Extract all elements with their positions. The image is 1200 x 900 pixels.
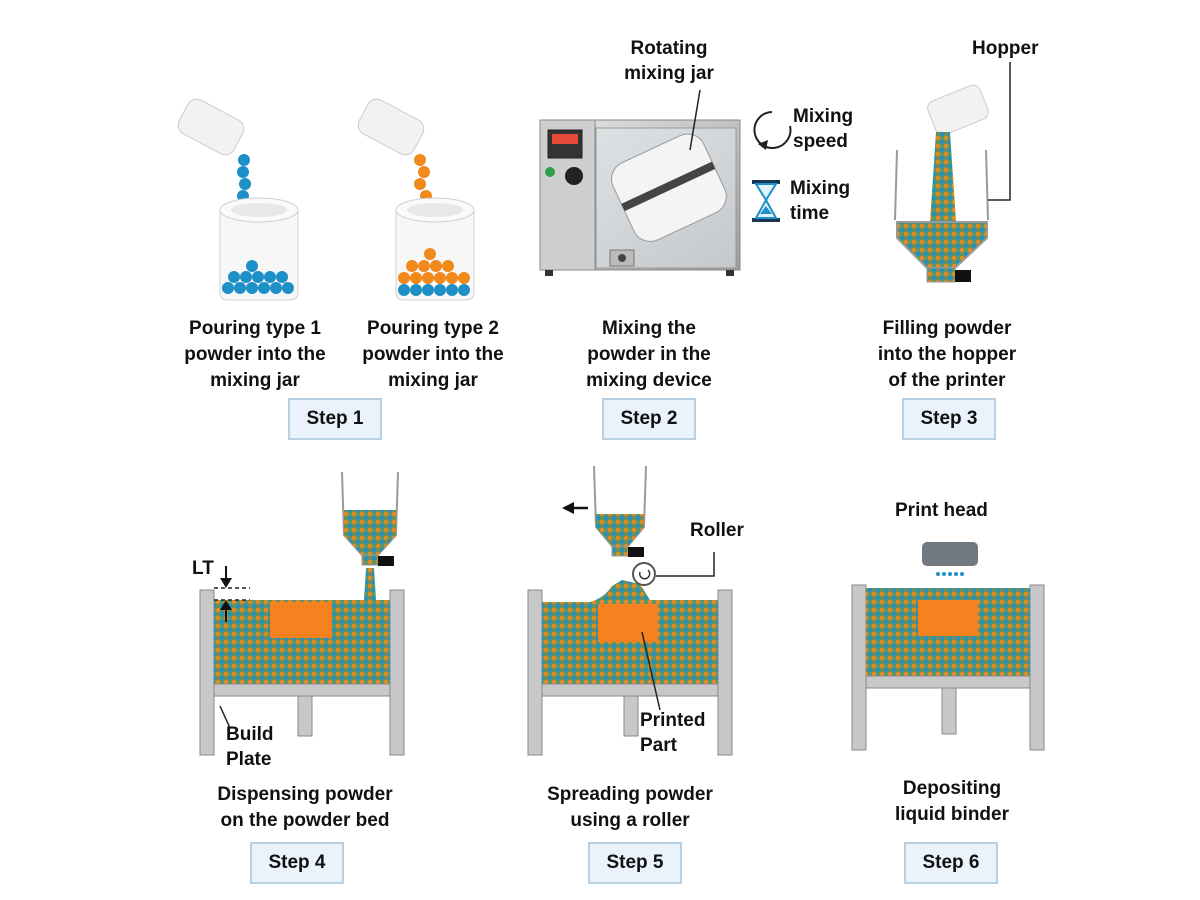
hopper-callout: Hopper (972, 38, 1039, 59)
powder-bed-step6 (851, 542, 1045, 751)
jar-orange-powder (357, 98, 475, 301)
mixing-time-callout: Mixing time (790, 178, 851, 224)
build-plate-callout: Build Plate (226, 724, 274, 770)
step3-caption: Filling powder into the hopper of the pr… (877, 318, 1017, 391)
step6-label: Step 6 (904, 842, 998, 884)
step4-caption: Dispensing powder on the powder bed (217, 784, 393, 831)
hopper-illustration (894, 62, 1011, 283)
step6-caption: Depositing liquid binder (895, 778, 1009, 825)
mixing-speed-callout: Mixing speed (793, 106, 854, 152)
step1-caption-type1: Pouring type 1 powder into the mixing ja… (184, 318, 326, 391)
roller-callout: Roller (690, 520, 744, 541)
step3-label: Step 3 (902, 398, 996, 440)
jar-callout-line (689, 89, 701, 151)
hourglass-icon (752, 180, 780, 222)
step5-label: Step 5 (588, 842, 682, 884)
layer-thickness-callout: LT (192, 558, 214, 579)
mixing-device (539, 119, 741, 276)
powder-bed-step5 (527, 465, 733, 756)
rotating-jar-callout: Rotating mixing jar (624, 38, 714, 84)
step5-caption: Spreading powder using a roller (547, 784, 713, 831)
jar-blue-powder (177, 98, 299, 301)
step2-caption: Mixing the powder in the mixing device (586, 318, 712, 391)
step1-label: Step 1 (288, 398, 382, 440)
step2-label: Step 2 (602, 398, 696, 440)
step4-label: Step 4 (250, 842, 344, 884)
powder-bed-step4 (199, 471, 405, 756)
printed-part-callout: Printed Part (640, 710, 706, 756)
speed-icon (753, 111, 792, 150)
print-head-callout: Print head (895, 500, 988, 521)
step1-caption-type2: Pouring type 2 powder into the mixing ja… (362, 318, 504, 391)
